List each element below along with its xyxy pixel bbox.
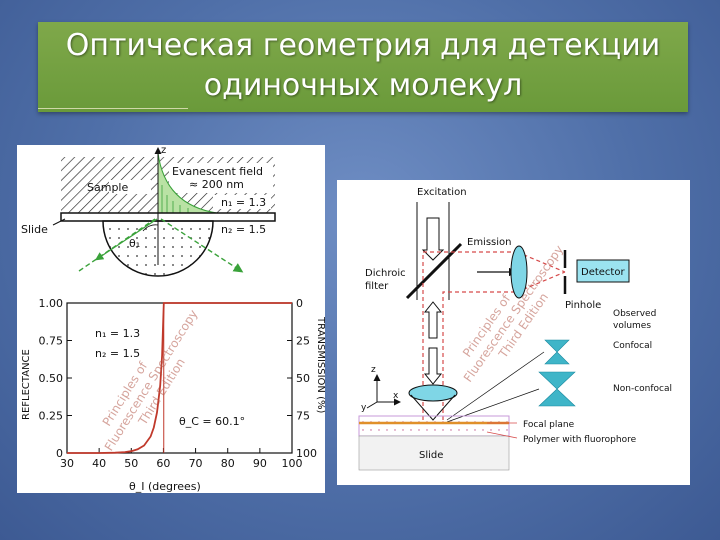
detector <box>576 259 630 283</box>
slide-layer <box>358 435 510 471</box>
axis-x-label: x <box>393 391 399 401</box>
non-confocal-volume <box>538 371 576 407</box>
detector-label: Detector <box>581 267 625 278</box>
y-tick-label: 0.25 <box>39 410 64 423</box>
beam-up-arrow <box>423 301 443 339</box>
right-figure: Excitation Emission Dichroic filter Pinh… <box>358 187 672 471</box>
x-tick-label: 40 <box>92 457 106 470</box>
left-figure: Sample Evanescent field ≈ 200 nm n₁ = 1.… <box>21 145 326 493</box>
x-tick-label: 80 <box>221 457 235 470</box>
non-confocal-label: Non-confocal <box>613 384 672 394</box>
x-tick-label: 70 <box>189 457 203 470</box>
y-tick-label: 0.50 <box>39 372 64 385</box>
x-tick-label: 30 <box>60 457 74 470</box>
dichroic-label-1: Dichroic <box>365 268 406 279</box>
n2-label: n₂ = 1.5 <box>221 223 266 236</box>
axis-z-label: z <box>371 365 376 375</box>
x-axis-label: θ_I (degrees) <box>129 480 201 493</box>
y-tick-label: 0.75 <box>39 335 64 348</box>
slide-label: Slide <box>21 223 48 236</box>
dichroic-filter <box>405 242 463 300</box>
excitation-arrow <box>421 217 445 261</box>
x-tick-label: 90 <box>253 457 267 470</box>
x-tick-label: 50 <box>124 457 138 470</box>
evanescent-lines <box>161 185 189 213</box>
title-banner: Оптическая геометрия для детекции одиноч… <box>38 22 688 112</box>
y2-tick-label: 100 <box>296 447 317 460</box>
reflectance-curve <box>67 302 292 454</box>
left-figure-panel: Sample Evanescent field ≈ 200 nm n₁ = 1.… <box>17 145 326 493</box>
excitation-label: Excitation <box>417 187 467 198</box>
confocal-label: Confocal <box>613 341 652 351</box>
xyz-axes <box>366 374 401 409</box>
pinhole-label: Pinhole <box>565 300 601 311</box>
title-underline <box>38 108 188 109</box>
layer-leaders <box>486 422 518 439</box>
y-tick-label: 0 <box>56 447 63 460</box>
n1-label: n₁ = 1.3 <box>221 196 266 209</box>
incident-arrow <box>95 218 158 261</box>
incident-ray <box>78 218 156 272</box>
volume-leaders <box>446 351 545 423</box>
theta1-label: θ₁ <box>129 237 140 250</box>
evanescent-label-2: ≈ 200 nm <box>189 178 244 191</box>
sample-label-bg <box>109 180 151 194</box>
focal-plane-label: Focal plane <box>523 420 575 430</box>
slide-leader <box>52 218 66 226</box>
emission-lens <box>510 245 528 299</box>
critical-angle-label: θ_C = 60.1° <box>179 415 245 428</box>
y2-tick-label: 75 <box>296 410 310 423</box>
title-line-1: Оптическая геометрия для детекции <box>65 28 661 63</box>
y-tick-label: 1.00 <box>39 297 64 310</box>
x-tick-label: 60 <box>156 457 170 470</box>
polymer-label: Polymer with fluorophore <box>523 435 637 445</box>
sample-label: Sample <box>87 181 128 194</box>
y2-axis-label: TRANSMISSION (%) <box>315 316 325 413</box>
confocal-volume <box>544 339 570 365</box>
evanescent-label-1: Evanescent field <box>172 165 263 178</box>
chart-n1-label: n₁ = 1.3 <box>95 327 140 340</box>
x-tick-label: 100 <box>282 457 303 470</box>
reflectance-chart: 30 40 50 60 70 80 90 100 0 0.25 0.50 0.75 1.00 100 7… <box>21 297 326 493</box>
title-line-2: одиночных молекул <box>203 68 523 103</box>
y2-tick-label: 25 <box>296 335 310 348</box>
polymer-layer <box>358 415 510 437</box>
y2-tick-label: 50 <box>296 372 310 385</box>
slide <box>60 212 276 222</box>
observed-volumes-label-2: volumes <box>613 321 651 331</box>
y-axis-label: REFLECTANCE <box>21 349 32 420</box>
right-slide-label: Slide <box>419 450 443 461</box>
theta1-arc <box>142 224 159 232</box>
evanescent-label-bg <box>169 163 273 193</box>
right-figure-panel: Excitation Emission Dichroic filter Pinh… <box>337 180 690 485</box>
emission-label: Emission <box>467 237 512 248</box>
chart-n2-label: n₂ = 1.5 <box>95 347 140 360</box>
dichroic-label-2: filter <box>365 281 389 292</box>
observed-volumes-label-1: Observed <box>613 309 656 319</box>
n1-label-bg <box>213 195 271 209</box>
y2-tick-label: 0 <box>296 297 303 310</box>
axis-y-label: y <box>361 403 367 413</box>
beam-down-arrow <box>423 347 443 385</box>
objective-lens <box>408 384 458 402</box>
z-axis-label: z <box>161 145 166 156</box>
